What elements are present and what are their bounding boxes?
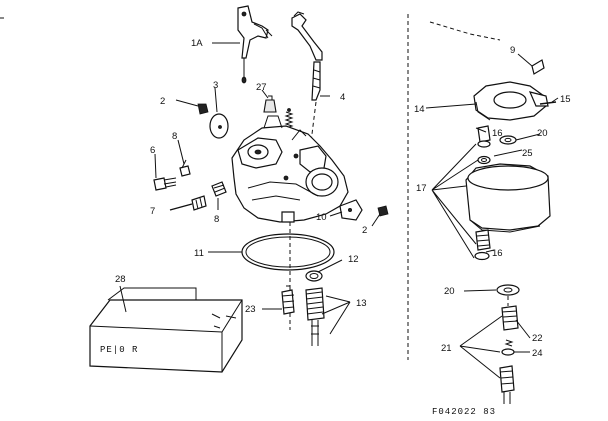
label-6: 6 <box>150 145 155 156</box>
label-1a: 1A <box>191 38 203 49</box>
label-13: 13 <box>356 298 367 309</box>
part-21-spring-screw <box>499 339 515 404</box>
label-7: 7 <box>150 206 155 217</box>
part-8-screw-upper <box>177 139 191 177</box>
part-4-choke-shaft <box>291 11 323 151</box>
label-28: 28 <box>115 274 126 285</box>
part-25-washer <box>477 155 491 165</box>
carburetor-body <box>231 115 349 223</box>
figure-code: F042022 83 <box>432 407 496 417</box>
part-20-washer-lower <box>496 284 520 296</box>
part-27-valve <box>261 89 277 113</box>
label-2: 2 <box>160 96 165 107</box>
package-text: PE|0 R <box>100 345 138 355</box>
part-13-needle-spring <box>305 287 325 346</box>
label-9: 9 <box>510 45 515 56</box>
part-8-jet-lower <box>211 181 227 210</box>
part-5-screw <box>153 153 177 191</box>
part-22-jet <box>501 305 519 331</box>
divider-top <box>429 21 501 41</box>
part-2-screw <box>175 99 209 115</box>
part-28-repair-package: PE|0 R <box>89 287 243 373</box>
part-7-needle <box>169 195 207 211</box>
part-3-plate <box>209 87 229 139</box>
label-10: 10 <box>316 212 327 223</box>
part-1a-throttle-bracket <box>237 5 273 84</box>
part-17-float-bowl <box>465 163 551 233</box>
label-11: 11 <box>194 248 204 259</box>
label-21: 21 <box>441 343 452 354</box>
label-12: 12 <box>348 254 359 265</box>
part-16-plug-lower <box>474 229 491 261</box>
part-11-gasket-ring <box>241 233 335 271</box>
label-3: 3 <box>213 80 218 91</box>
leader-lines <box>119 42 541 379</box>
label-8-upper: 8 <box>172 131 177 142</box>
part-9-clip <box>517 53 545 75</box>
small-spring <box>284 108 294 129</box>
label-15: 15 <box>560 94 571 105</box>
label-16-lower: 16 <box>492 248 503 259</box>
part-23-valve-seat <box>281 285 295 315</box>
label-16-upper: 16 <box>492 128 503 139</box>
part-10-bracket <box>329 199 363 221</box>
part-16-plug-upper <box>477 125 491 148</box>
label-14: 14 <box>414 104 425 115</box>
label-17: 17 <box>416 183 427 194</box>
label-20-upper: 20 <box>537 128 548 139</box>
part-12-oring <box>305 270 323 282</box>
part-2-screw-right <box>371 205 389 227</box>
label-4: 4 <box>340 92 345 103</box>
part-15-pin <box>539 97 559 105</box>
part-14-float <box>473 81 549 121</box>
part-labels: 1A 2 3 27 4 6 8 7 8 10 2 11 12 23 13 28 … <box>115 38 571 359</box>
label-24: 24 <box>532 348 543 359</box>
label-20-lower: 20 <box>444 286 455 297</box>
part-24-washer <box>501 348 515 356</box>
label-2-right: 2 <box>362 225 367 236</box>
label-23: 23 <box>245 304 256 315</box>
label-27: 27 <box>256 82 267 93</box>
label-22: 22 <box>532 333 543 344</box>
label-8-lower: 8 <box>214 214 219 225</box>
label-25: 25 <box>522 148 533 159</box>
